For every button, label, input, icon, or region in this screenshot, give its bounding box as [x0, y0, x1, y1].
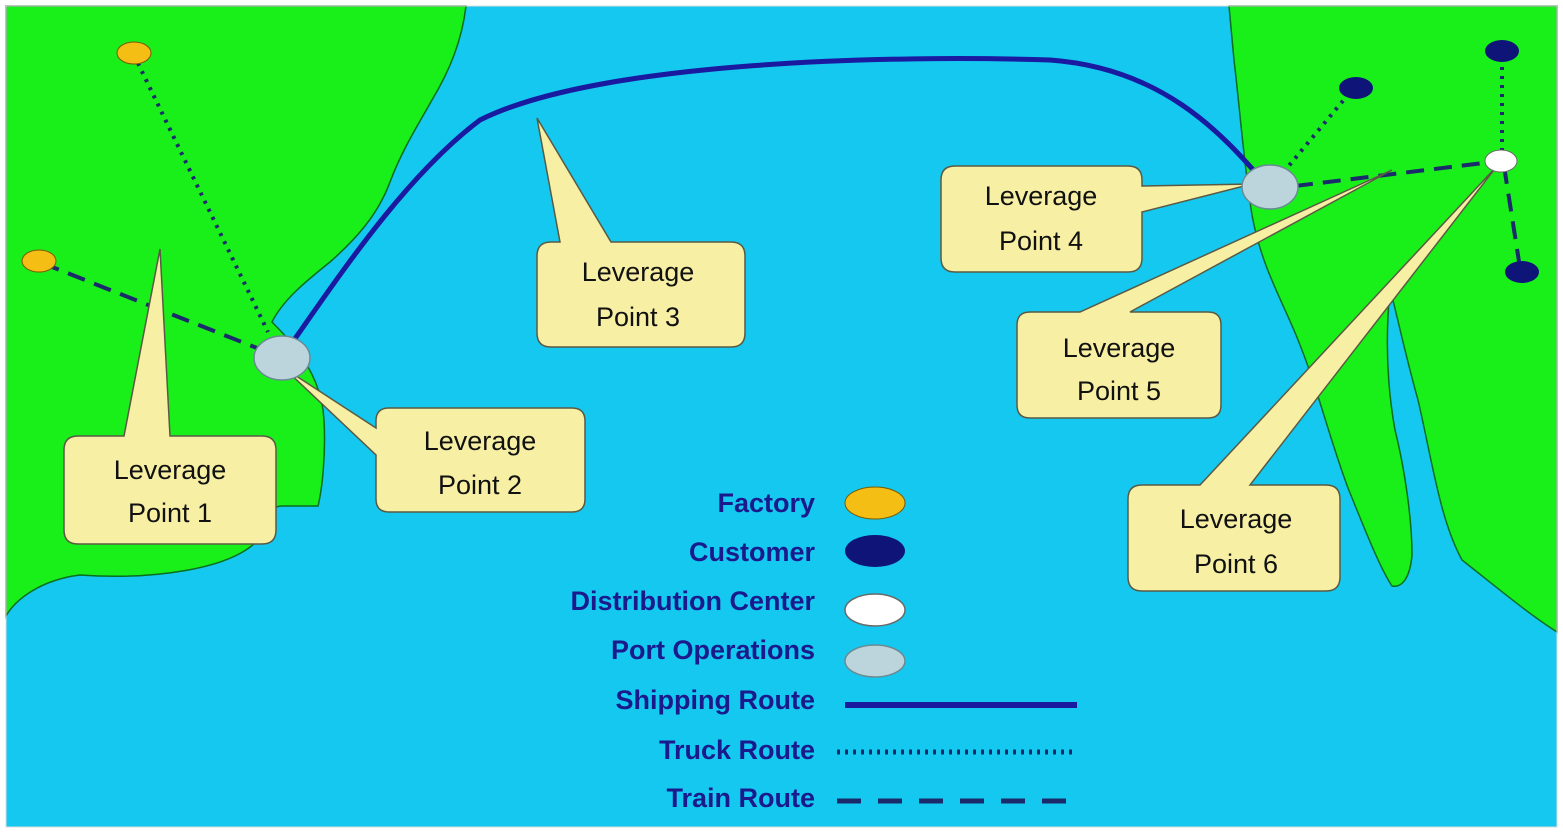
- callout-leverage-point-5: Leverage Point 5: [1016, 169, 1393, 419]
- legend-label-port-operations: Port Operations: [611, 635, 815, 665]
- callout-2-line1: Leverage: [424, 426, 537, 456]
- callout-1-shape: [63, 248, 277, 545]
- callout-3-line1: Leverage: [582, 257, 695, 287]
- callout-4-shape: [940, 165, 1253, 273]
- callout-4-line2: Point 4: [999, 226, 1083, 256]
- truck-route-line-factory-top: [132, 54, 270, 333]
- callout-3-line2: Point 3: [596, 302, 680, 332]
- legend-factory-swatch: [844, 486, 906, 520]
- port-node-right: [1241, 164, 1299, 210]
- port-node-left: [253, 335, 311, 381]
- customer-node-a: [1339, 77, 1373, 99]
- legend-label-customer: Customer: [689, 537, 816, 567]
- callout-5-shape: [1016, 169, 1393, 419]
- legend-distribution-center-swatch: [844, 593, 906, 627]
- legend-customer-swatch: [845, 535, 905, 567]
- legend: Factory Customer Distribution Center Por…: [570, 486, 1077, 813]
- callout-6-shape: [1127, 165, 1498, 592]
- callout-5-line1: Leverage: [1063, 333, 1176, 363]
- callout-6-line2: Point 6: [1194, 549, 1278, 579]
- shipping-route-line: [279, 56, 1269, 359]
- callout-4-line1: Leverage: [985, 181, 1098, 211]
- callout-leverage-point-1: Leverage Point 1: [63, 248, 277, 545]
- callout-5-line2: Point 5: [1077, 376, 1161, 406]
- legend-label-shipping-route: Shipping Route: [616, 685, 815, 715]
- callout-2-line2: Point 2: [438, 470, 522, 500]
- callout-leverage-point-6: Leverage Point 6: [1127, 165, 1498, 592]
- callout-1-line2: Point 1: [128, 498, 212, 528]
- train-route-line-customer-c: [1502, 165, 1522, 269]
- callout-1-line1: Leverage: [114, 455, 227, 485]
- legend-label-truck-route: Truck Route: [659, 735, 815, 765]
- customer-node-c: [1505, 261, 1539, 283]
- callout-6-line1: Leverage: [1180, 504, 1293, 534]
- callout-leverage-point-2: Leverage Point 2: [283, 367, 586, 513]
- legend-label-factory: Factory: [717, 488, 815, 518]
- callout-leverage-point-4: Leverage Point 4: [940, 165, 1253, 273]
- factory-node-top: [116, 41, 152, 65]
- image-frame: [5, 5, 1558, 828]
- callout-leverage-point-3: Leverage Point 3: [536, 117, 746, 348]
- legend-port-operations-swatch: [844, 644, 906, 678]
- legend-label-train-route: Train Route: [666, 783, 815, 813]
- callout-2-shape: [283, 367, 586, 513]
- nodes: [21, 40, 1539, 381]
- train-route-line-port-to-dc: [1294, 159, 1501, 188]
- callout-3-shape: [536, 117, 746, 348]
- customer-node-b: [1485, 40, 1519, 62]
- factory-node-left: [21, 249, 57, 273]
- legend-label-distribution-center: Distribution Center: [570, 586, 815, 616]
- distribution-center-node: [1484, 149, 1518, 173]
